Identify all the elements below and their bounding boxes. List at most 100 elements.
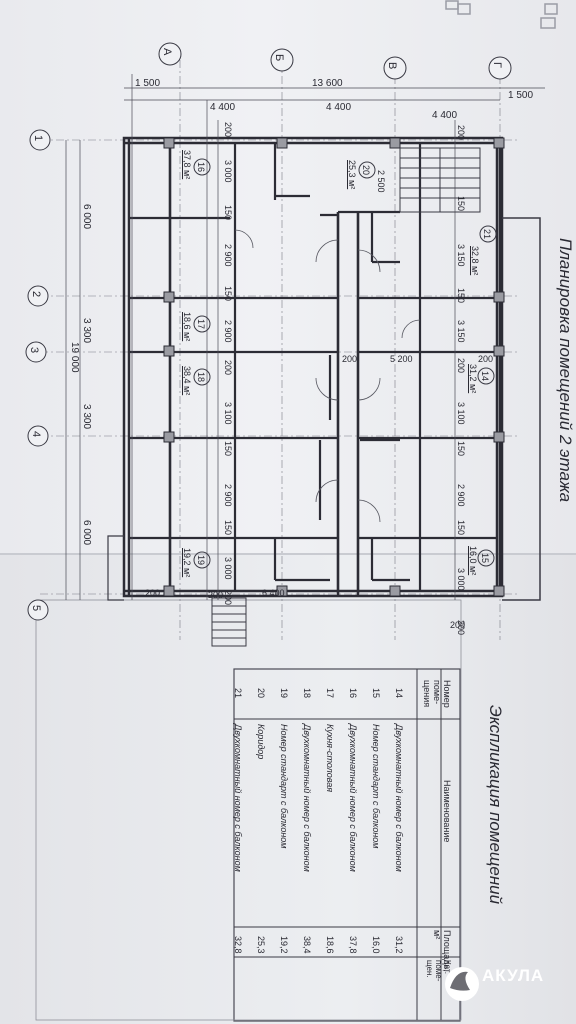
dim-span-2: 3 300 [81,318,92,344]
binder-holes [445,0,558,29]
expl-row-6-area: 25,3 [256,936,266,954]
room-20-area: 25,3 м² [347,160,357,190]
dim-r-6: 150 [456,441,466,457]
room-14-area: 31,2 м² [468,364,478,394]
dim-r-9: 3 000 [456,568,466,591]
expl-col-area: Площадь, м² [432,930,452,972]
dim-misc-8: 200 [450,620,466,630]
axis-label-g: Г [491,62,503,68]
dim-misc-1: 150 [456,196,466,212]
dim-l-9: 2 900 [223,484,233,507]
room-18-area: 38,4 м² [182,366,192,396]
dim-misc-5: 6 400 [262,588,285,598]
room-20-num: 20 [361,165,371,176]
axis-label-5: 5 [30,605,42,612]
staircase-lower [211,597,247,647]
dimension-lines [65,74,545,600]
expl-row-4-area: 38,4 [302,936,312,954]
room-16-area: 37,8 м² [182,150,192,180]
expl-col-name: Наименование [442,780,452,843]
axis-label-2: 2 [30,291,42,298]
expl-row-7-num: 21 [233,688,243,699]
dim-total-length: 19 000 [69,342,80,373]
dim-l-1: 3 000 [223,160,233,183]
dim-overall: 13 600 [312,78,343,89]
axis-label-1: 1 [32,135,44,142]
dim-misc-4: 200 [478,354,494,364]
paper-sheet-lower [0,553,576,1024]
expl-row-6-name: Коридор [256,724,266,760]
room-19-num: 19 [196,555,206,566]
dim-l-11: 3 000 [223,557,233,580]
expl-row-7-area: 32,8 [233,936,243,954]
expl-row-2-num: 16 [348,688,358,699]
axis-markers-numbers [25,129,51,621]
dim-r-3: 3 150 [456,320,466,343]
dim-span-4: 6 000 [81,520,92,546]
axis-label-4: 4 [30,431,42,438]
room-14-num: 14 [480,371,490,382]
dim-r-8: 150 [456,520,466,536]
expl-row-4-name: Двухкомнатный номер с балконом [302,724,312,872]
balcony-right [502,217,541,601]
balcony-left [107,535,124,601]
axis-label-a: А [161,48,173,56]
walls-outer [122,136,504,598]
dim-l-6: 200 [223,360,233,376]
expl-row-4-num: 18 [302,688,312,699]
dim-r-0: 200 [456,125,466,141]
dim-left-outer: 1 500 [135,78,161,89]
dim-misc-7: 200 [208,590,224,600]
expl-row-0-num: 14 [394,688,404,699]
dim-right-outer: 1 500 [508,90,534,101]
dim-span-3: 3 300 [81,404,92,430]
explication-frame [233,668,461,1022]
expl-row-0-area: 31,2 [394,936,404,954]
watermark-brand: АКУЛА [482,966,545,985]
room-17-num: 17 [196,319,206,330]
expl-row-1-num: 15 [371,688,381,699]
dim-l-7: 3 100 [223,402,233,425]
dim-misc-0: 2 500 [376,170,386,193]
dim-l-8: 150 [223,441,233,457]
dim-r-5: 3 100 [456,402,466,425]
expl-row-5-name: Номер стандарт с балконом [279,724,289,849]
room-21-num: 21 [482,229,492,240]
dim-misc-2: 5 200 [390,354,413,364]
dim-bay-1: 4 400 [210,102,236,113]
dim-bay-3: 4 400 [432,110,458,121]
staircase-upper [399,147,481,213]
dim-span-1: 6 000 [81,204,92,230]
room-19-area: 19,2 м² [182,548,192,578]
walls-corridor [168,143,502,596]
dim-l-10: 150 [223,520,233,536]
room-16-num: 16 [196,162,206,173]
axis-label-v: В [386,62,398,70]
room-15-num: 15 [480,553,490,564]
dim-r-7: 2 900 [456,484,466,507]
axis-label-3: 3 [28,347,40,354]
expl-row-6-num: 20 [256,688,266,699]
room-21-area: 32,8 м² [470,246,480,276]
explication-grid [234,669,460,1020]
expl-row-0-name: Двухкомнатный номер с балконом [394,724,404,872]
axis-markers-letters [158,42,512,80]
expl-row-3-num: 17 [325,688,335,699]
room-18-num: 18 [196,372,206,383]
dim-l-2: 150 [223,205,233,221]
dim-l-3: 2 900 [223,244,233,267]
dim-l-12: 200 [223,590,233,606]
dim-l-4: 150 [223,286,233,302]
dim-bay-2: 4 400 [326,102,352,113]
expl-row-2-name: Двухкомнатный номер с балконом [348,724,358,872]
room-15-area: 16,0 м² [468,546,478,576]
expl-row-5-area: 19,2 [279,936,289,954]
expl-col-num: Номер поме- щения [422,680,452,708]
dim-misc-3: 200 [342,354,358,364]
dim-r-2: 150 [456,288,466,304]
axis-label-b: Б [273,54,285,62]
dim-l-5: 2 900 [223,320,233,343]
columns [163,137,505,597]
